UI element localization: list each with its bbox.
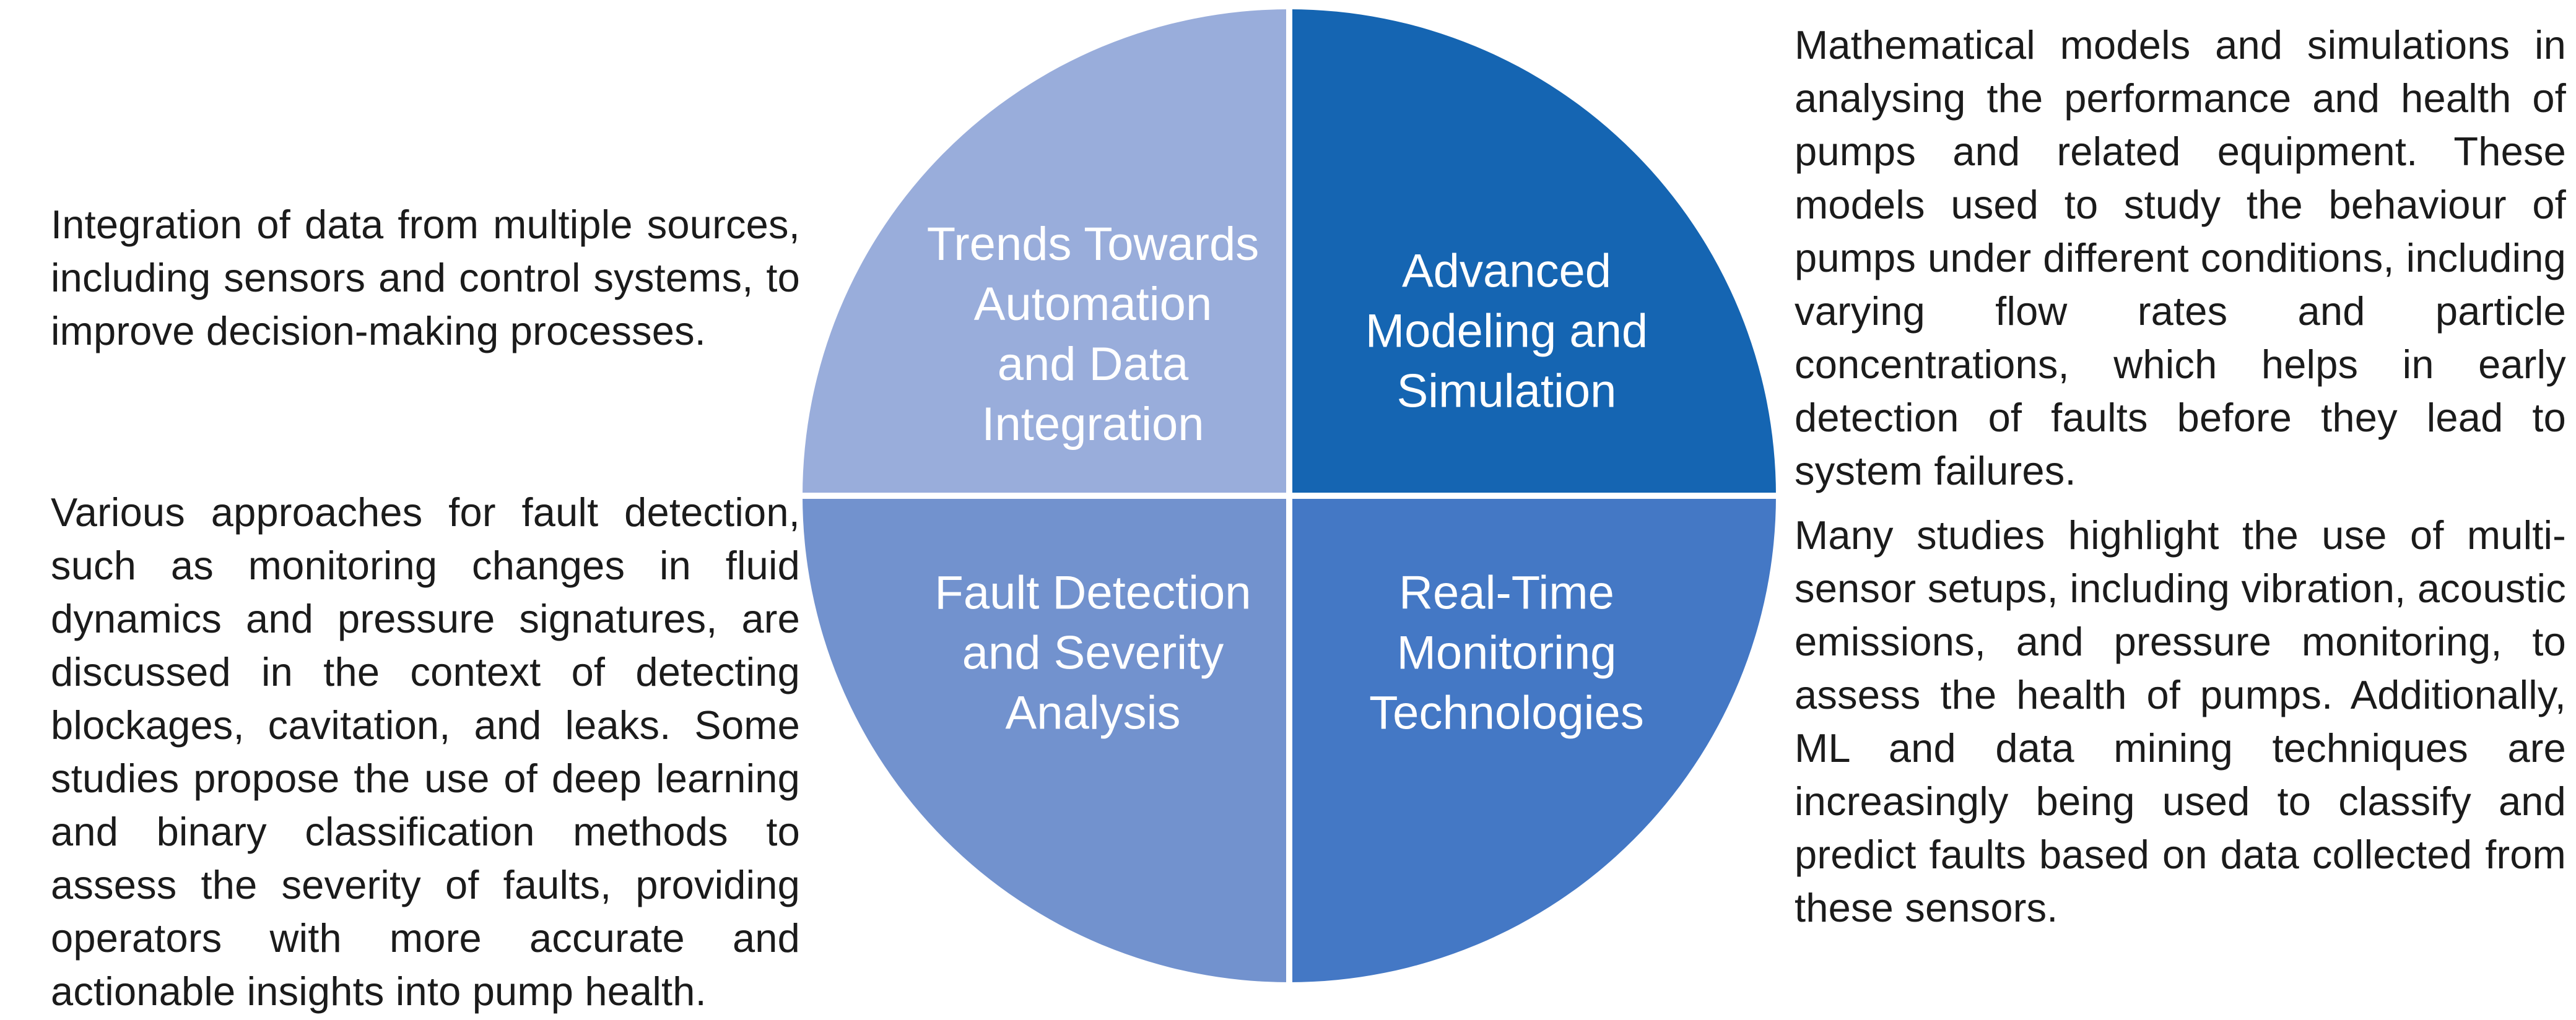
quadrant-advanced-modeling xyxy=(1292,9,1776,493)
paragraph-multi-sensor-setups: Many studies highlight the use of multi-… xyxy=(1795,512,2566,930)
paragraph-mathematical-models: Mathematical models and simulations in a… xyxy=(1795,22,2566,493)
quadrant-trends-automation xyxy=(803,9,1286,493)
quadrant-circle: Trends Towards Automation and Data Integ… xyxy=(803,9,1776,982)
quadrant-fault-detection xyxy=(803,499,1286,982)
paragraph-fault-detection-severity: Various approaches for fault detection, … xyxy=(51,490,800,1014)
paragraph-data-integration: Integration of data from multiple source… xyxy=(51,202,800,353)
quadrant-realtime-monitoring xyxy=(1292,499,1776,982)
